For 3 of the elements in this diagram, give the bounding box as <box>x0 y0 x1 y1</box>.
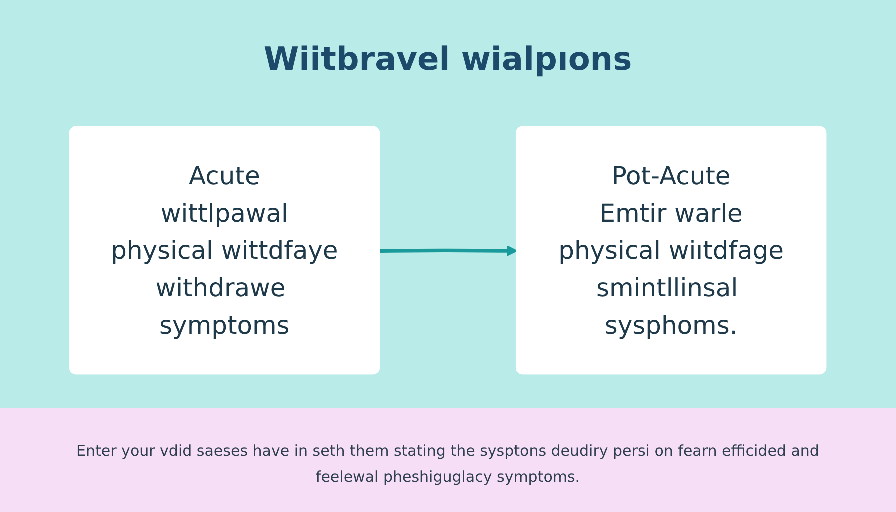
caption-text: Enter your vdid saeses have in seth them stating the sysptons deudiry persi on fearn efficided and feelewal pheshiguglacy symptoms. <box>76 441 820 488</box>
arrow <box>380 245 518 256</box>
diagram-title: Wiitbravel wialpıons <box>262 40 634 78</box>
